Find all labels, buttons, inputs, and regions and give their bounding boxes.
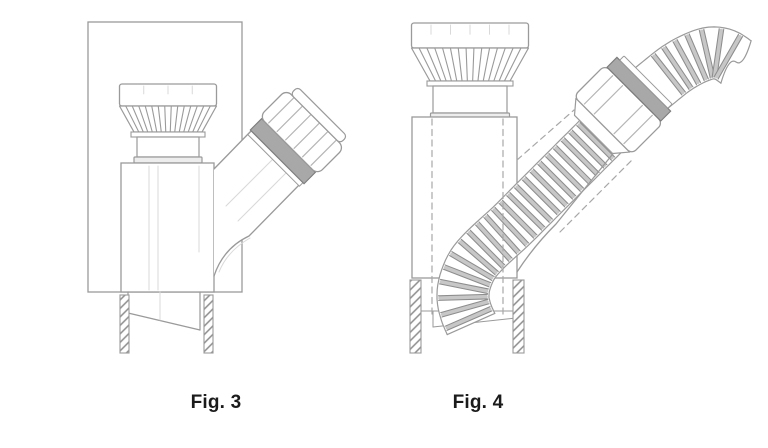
corrugated-hose (436, 26, 752, 336)
branch-end-assembly (247, 87, 347, 187)
drain-pipe-wall-section (409, 279, 525, 354)
branch-tube (516, 149, 617, 273)
tailpipe (127, 291, 201, 331)
drain-pipe-wall-section (119, 294, 214, 354)
hidden-outline (431, 109, 633, 319)
branch-end-cap (261, 87, 347, 173)
fitting-body (120, 162, 215, 293)
hose-nut (573, 55, 673, 155)
inlet-neck (133, 136, 203, 164)
figure-4-drawing (409, 22, 752, 354)
figure-3-drawing (87, 21, 347, 354)
figure-4-caption: Fig. 4 (452, 392, 504, 413)
inlet-neck (429, 85, 511, 120)
compression-nut (410, 22, 530, 87)
figure-3-caption: Fig. 3 (190, 392, 242, 413)
compression-nut (118, 83, 218, 138)
